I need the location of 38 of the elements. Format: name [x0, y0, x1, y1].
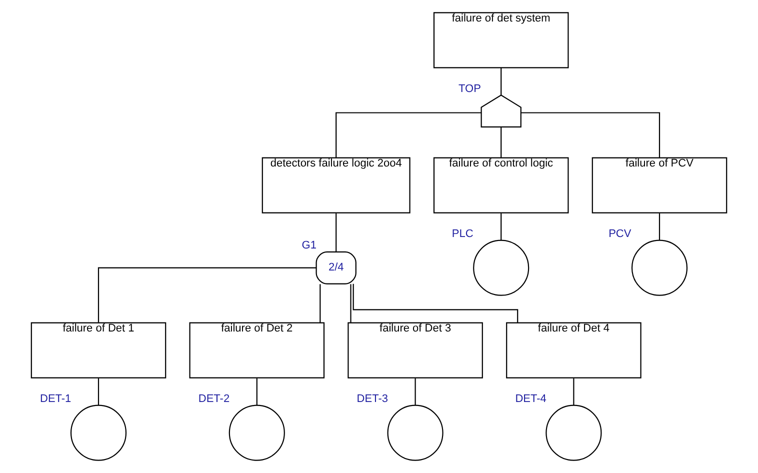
- node-circle: [387, 404, 444, 461]
- connector: [350, 284, 352, 323]
- connector: [320, 284, 321, 323]
- node-box: failure of Det 2: [189, 322, 325, 378]
- node-label: DET-2: [198, 393, 230, 406]
- connector: [336, 213, 337, 252]
- connector: [573, 378, 574, 406]
- node-circle: [546, 404, 602, 461]
- connector: [98, 267, 316, 322]
- node-label: DET-3: [356, 393, 388, 406]
- node-box: detectors failure logic 2oo4: [262, 157, 410, 214]
- connector: [98, 378, 100, 406]
- node-circle: [473, 240, 530, 296]
- node-label: PLC: [452, 228, 474, 240]
- connector: [658, 213, 660, 240]
- node-gate: [480, 94, 522, 128]
- connector: [500, 68, 502, 96]
- node-box: failure of det system: [433, 12, 569, 68]
- node-box: failure of control logic: [433, 157, 569, 214]
- node-label: G1: [302, 240, 316, 252]
- connector: [414, 378, 416, 406]
- node-label: DET-1: [40, 393, 72, 406]
- node-circle: [70, 404, 127, 461]
- connector: [521, 112, 660, 158]
- node-circle: [631, 240, 688, 296]
- node-box: 2/4: [316, 251, 356, 284]
- node-box: failure of PCV: [592, 157, 728, 214]
- node-label: PCV: [608, 228, 632, 240]
- node-label: DET-4: [515, 393, 546, 406]
- node-box: failure of Det 4: [506, 322, 642, 378]
- node-box: failure of Det 3: [348, 322, 483, 378]
- connector: [500, 213, 502, 240]
- node-label: TOP: [458, 82, 481, 95]
- connector: [500, 127, 502, 158]
- connector: [256, 378, 258, 406]
- node-box: failure of Det 1: [30, 322, 166, 378]
- node-circle: [228, 404, 285, 461]
- connector: [336, 112, 482, 158]
